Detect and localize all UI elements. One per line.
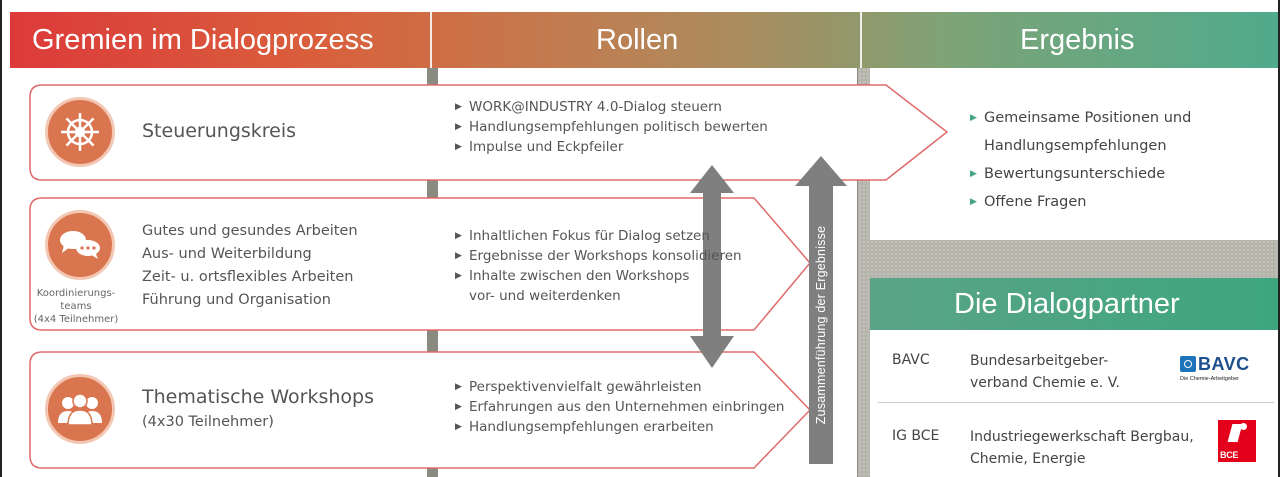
merge-arrow-label: Zusammenführung der Ergebnisse xyxy=(814,225,828,425)
partners-title: Die Dialogpartner xyxy=(870,278,1278,330)
ship-wheel-icon xyxy=(45,97,115,167)
merge-arrow-icon xyxy=(795,156,847,464)
role-item: Handlungsempfehlungen erarbeiten xyxy=(455,417,784,437)
partner-divider xyxy=(878,402,1274,403)
people-group-icon xyxy=(45,374,115,444)
bavc-logo: BAVC Die Chemie-Arbeitgeber xyxy=(1180,354,1250,382)
partner-row-igbce: IG BCE Industriegewerkschaft Bergbau,Che… xyxy=(870,406,1278,474)
role-item: Erfahrungen aus den Unternehmen einbring… xyxy=(455,397,784,417)
row-subtitle-workshops: (4x30 Teilnehmer) xyxy=(142,414,274,430)
role-item: Inhaltlichen Fokus für Dialog setzen xyxy=(455,226,742,246)
partner-row-bavc: BAVC Bundesarbeitgeber-verband Chemie e.… xyxy=(870,330,1278,398)
topic-item: Aus- und Weiterbildung xyxy=(142,246,312,262)
role-item: Ergebnisse der Workshops konsolidieren xyxy=(455,246,742,266)
speech-bubbles-icon xyxy=(45,210,115,280)
result-panel: Gemeinsame Positionen undHandlungsempfeh… xyxy=(870,68,1278,240)
topic-item: Zeit- u. ortsflexibles Arbeiten xyxy=(142,269,354,285)
roles-steuerungskreis: WORK@INDUSTRY 4.0-Dialog steuern Handlun… xyxy=(455,97,768,157)
header-separator xyxy=(860,12,862,68)
topic-item: Führung und Organisation xyxy=(142,292,331,308)
header-band: Gremien im Dialogprozess Rollen Ergebnis xyxy=(10,12,1278,68)
header-separator xyxy=(430,12,432,68)
koordinierung-topics: Gutes und gesundes Arbeiten Aus- und Wei… xyxy=(142,220,358,312)
roles-workshops: Perspektivenvielfalt gewährleisten Erfah… xyxy=(455,377,784,437)
header-col3-title: Ergebnis xyxy=(1020,24,1135,56)
result-list: Gemeinsame Positionen undHandlungsempfeh… xyxy=(970,104,1191,216)
header-col2-title: Rollen xyxy=(596,24,679,56)
topic-item: Gutes und gesundes Arbeiten xyxy=(142,223,358,239)
row-title-steuerungskreis: Steuerungskreis xyxy=(142,120,297,142)
row-title-workshops: Thematische Workshops xyxy=(142,386,374,408)
roles-koordinierung: Inhaltlichen Fokus für Dialog setzen Erg… xyxy=(455,226,742,306)
partner-name: Bundesarbeitgeber-verband Chemie e. V. xyxy=(970,353,1120,391)
role-item: Perspektivenvielfalt gewährleisten xyxy=(455,377,784,397)
koordinierungsteams-caption: Koordinierungs-teams(4x4 Teilnehmer) xyxy=(33,288,119,325)
partners-panel: BAVC Bundesarbeitgeber-verband Chemie e.… xyxy=(870,330,1278,477)
result-item: Gemeinsame Positionen undHandlungsempfeh… xyxy=(970,104,1191,160)
role-item: Handlungsempfehlungen politisch bewerten xyxy=(455,117,768,137)
role-item: Impulse und Eckpfeiler xyxy=(455,137,768,157)
header-col1-title: Gremien im Dialogprozess xyxy=(32,24,374,56)
partner-abbr: IG BCE xyxy=(892,428,940,444)
result-item: Offene Fragen xyxy=(970,188,1191,216)
role-item: WORK@INDUSTRY 4.0-Dialog steuern xyxy=(455,97,768,117)
igbce-logo: BCE xyxy=(1218,420,1256,462)
partner-name: Industriegewerkschaft Bergbau,Chemie, En… xyxy=(970,429,1194,467)
result-item: Bewertungsunterschiede xyxy=(970,160,1191,188)
partner-abbr: BAVC xyxy=(892,352,930,368)
